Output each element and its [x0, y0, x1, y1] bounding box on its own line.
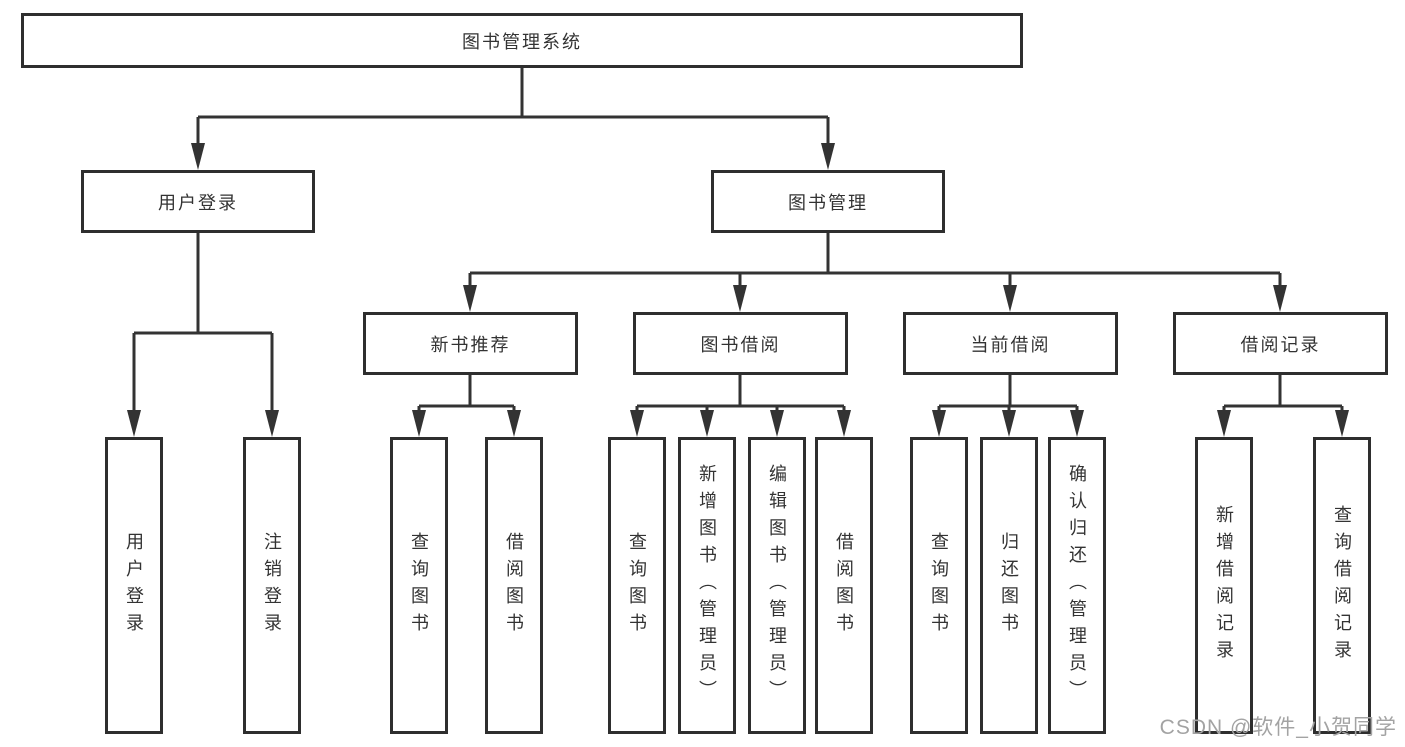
node-label: 图书借阅 [700, 334, 781, 355]
node-label: 图书管理系统 [462, 31, 582, 52]
node-leaf-user-login: 用户登录 [105, 437, 163, 734]
node-label: 新增图书（管理员） [697, 464, 717, 707]
node-new-book-recommend: 新书推荐 [363, 312, 578, 375]
node-root-library-system: 图书管理系统 [21, 13, 1023, 68]
node-label: 新书推荐 [430, 334, 511, 355]
csdn-watermark: CSDN @软件_小贺同学 [1159, 716, 1397, 739]
node-user-login-branch: 用户登录 [81, 170, 315, 233]
node-leaf-add-book-admin: 新增图书（管理员） [678, 437, 736, 734]
node-leaf-query-book-3: 查询图书 [910, 437, 968, 734]
node-label: 查询借阅记录 [1332, 504, 1352, 667]
node-leaf-return-book: 归还图书 [980, 437, 1038, 734]
node-leaf-borrow-book-2: 借阅图书 [815, 437, 873, 734]
node-book-borrow: 图书借阅 [633, 312, 848, 375]
node-current-borrow: 当前借阅 [903, 312, 1118, 375]
node-label: 新增借阅记录 [1214, 504, 1234, 667]
node-label: 查询图书 [929, 531, 949, 640]
node-leaf-add-borrow-record: 新增借阅记录 [1195, 437, 1253, 734]
node-borrow-record: 借阅记录 [1173, 312, 1388, 375]
node-leaf-query-book-1: 查询图书 [390, 437, 448, 734]
node-leaf-query-borrow-record: 查询借阅记录 [1313, 437, 1371, 734]
node-label: 借阅记录 [1240, 334, 1321, 355]
node-label: 用户登录 [124, 531, 144, 640]
node-label: 查询图书 [409, 531, 429, 640]
node-label: 当前借阅 [970, 334, 1051, 355]
node-label: 归还图书 [999, 531, 1019, 640]
node-label: 编辑图书（管理员） [767, 464, 787, 707]
node-label: 图书管理 [788, 192, 868, 213]
node-label: 注销登录 [262, 531, 282, 640]
node-leaf-edit-book-admin: 编辑图书（管理员） [748, 437, 806, 734]
node-leaf-borrow-book-1: 借阅图书 [485, 437, 543, 734]
node-label: 查询图书 [627, 531, 647, 640]
node-leaf-confirm-return-admin: 确认归还（管理员） [1048, 437, 1106, 734]
node-label: 用户登录 [158, 192, 238, 213]
node-label: 借阅图书 [504, 531, 524, 640]
node-label: 借阅图书 [834, 531, 854, 640]
node-book-management-branch: 图书管理 [711, 170, 945, 233]
node-label: 确认归还（管理员） [1067, 464, 1087, 707]
node-leaf-logout: 注销登录 [243, 437, 301, 734]
node-leaf-query-book-2: 查询图书 [608, 437, 666, 734]
